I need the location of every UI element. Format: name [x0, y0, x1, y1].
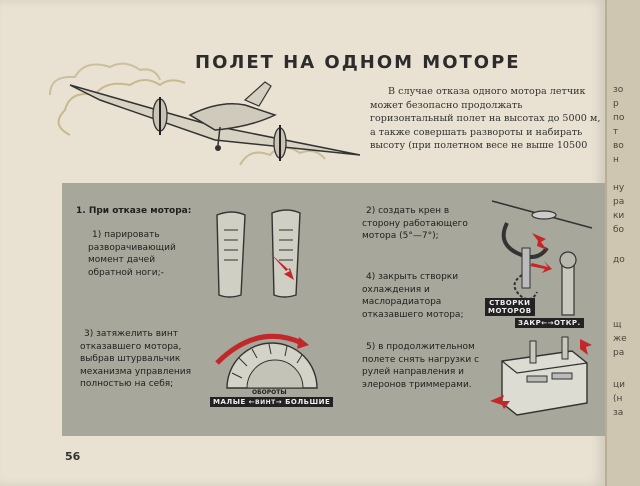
intro-paragraph: В случае отказа одного мотора летчик мож…: [370, 86, 601, 155]
instruction-panel: 1. При отказе мотора: 1) парировать разв…: [62, 183, 605, 436]
pedals-illustration: [216, 209, 301, 298]
control-column-illustration: [491, 200, 593, 289]
rpm-top-label: ОБОРОТЫ: [252, 389, 287, 396]
page-number: 56: [65, 450, 81, 463]
trimmer-box-illustration: [490, 336, 592, 416]
step-2-text: 2) создать крен в сторону работающего мо…: [362, 206, 468, 241]
step-4-text: 4) закрыть створки охлаждения и маслорад…: [362, 272, 464, 320]
flaps-label: СТВОРКИ МОТОРОВ: [485, 298, 535, 316]
adjacent-page-edge: зо р по т во н ну ра ки бо до щ же ра ци…: [605, 0, 640, 486]
airplane-illustration: [49, 62, 361, 166]
step-1-text: 1) парировать разворачивающий момент дач…: [88, 230, 176, 278]
rpm-label: МАЛЫЕ ←ВИНТ→ БОЛЬШИЕ: [210, 397, 334, 407]
book-page: ПОЛЕТ НА ОДНОМ МОТОРЕ В случае отказа од…: [0, 0, 605, 486]
steps-header: 1. При отказе мотора:: [76, 206, 192, 216]
radiator-lever-illustration: [513, 251, 577, 316]
pitch-wheel-illustration: [215, 333, 318, 389]
page-title: ПОЛЕТ НА ОДНОМ МОТОРЕ: [195, 52, 521, 73]
step-5-text: 5) в продолжительном полете снять нагруз…: [362, 342, 480, 390]
close-open-label: ЗАКР←→ОТКР.: [515, 318, 584, 328]
step-3-text: 3) затяжелить винт отказавшего мотора, в…: [80, 329, 192, 389]
